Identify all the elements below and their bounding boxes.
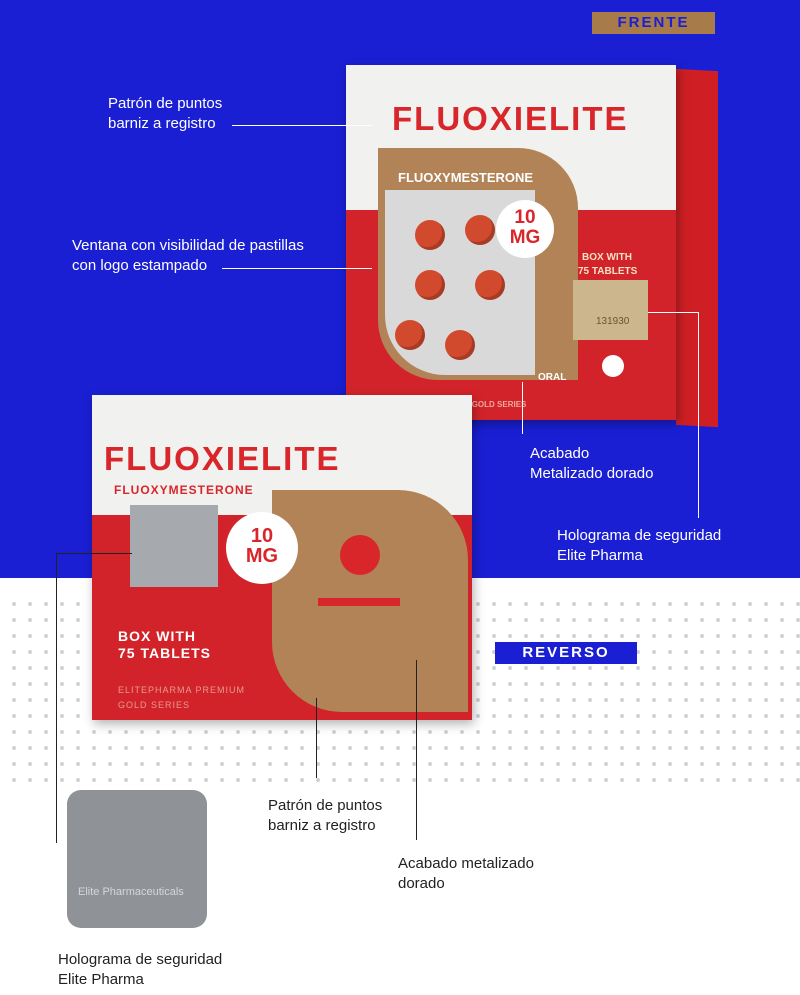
back-brand-name: FLUOXIELITE <box>104 440 341 477</box>
front-dose-value: 10 <box>514 207 536 228</box>
pill <box>395 320 425 350</box>
front-tag: FRENTE <box>592 12 715 34</box>
pill <box>465 215 495 245</box>
front-hologram <box>573 280 648 340</box>
front-oral-label: ORAL <box>538 372 567 383</box>
front-dose-unit: MG <box>509 227 541 248</box>
hologram-closeup <box>67 790 207 928</box>
leader-line <box>56 553 132 554</box>
back-tag: REVERSO <box>495 642 637 664</box>
front-dose-badge: 10 MG <box>496 200 554 258</box>
back-compound-name: FLUOXYMESTERONE <box>114 483 254 497</box>
leader-line <box>222 268 372 269</box>
front-emblem-icon <box>602 355 624 377</box>
front-compound-name: FLUOXYMESTERONE <box>398 170 534 185</box>
leader-line <box>232 125 372 126</box>
leader-line <box>698 312 699 518</box>
back-hologram <box>130 505 218 587</box>
front-box-text-2: 75 TABLETS <box>578 266 638 277</box>
pill <box>415 270 445 300</box>
back-series-text-1: ELITEPHARMA PREMIUM <box>118 685 246 695</box>
leader-line <box>316 698 317 778</box>
annotation-front-hologram: Holograma de seguridad Elite Pharma <box>557 527 722 564</box>
leader-line <box>522 382 523 434</box>
front-brand-name: FLUOXIELITE <box>392 100 629 137</box>
annotation-front-window: Ventana con visibilidad de pastillas con… <box>72 237 304 274</box>
back-box-text-1: BOX WITH <box>118 628 196 644</box>
back-box-text-2: 75 TABLETS <box>118 645 211 661</box>
annotation-front-finish: Acabado Metalizado dorado <box>530 445 654 482</box>
front-box-side <box>676 68 718 428</box>
annotation-back-hologram: Holograma de seguridad Elite Pharma <box>58 951 223 988</box>
hologram-closeup-text: Elite Pharmaceuticals <box>78 886 184 898</box>
annotation-back-finish: Acabado metalizado dorado <box>398 855 534 892</box>
leader-line <box>648 312 698 313</box>
pill <box>445 330 475 360</box>
pill <box>415 220 445 250</box>
back-dose-value: 10 <box>250 525 274 547</box>
pill <box>475 270 505 300</box>
annotation-front-dots: Patrón de puntos barniz a registro <box>108 95 223 132</box>
leader-line <box>56 553 57 843</box>
front-box-text-1: BOX WITH <box>582 252 632 263</box>
annotation-back-dots: Patrón de puntos barniz a registro <box>268 797 383 834</box>
back-dose-unit: MG <box>245 545 279 567</box>
back-emblem-icon <box>340 535 380 575</box>
back-emblem-bar-icon <box>318 598 400 606</box>
leader-line <box>416 660 417 840</box>
back-series-text-2: GOLD SERIES <box>118 700 191 710</box>
front-hologram-code: 131930 <box>596 316 630 327</box>
back-dose-badge: 10 MG <box>226 512 298 584</box>
